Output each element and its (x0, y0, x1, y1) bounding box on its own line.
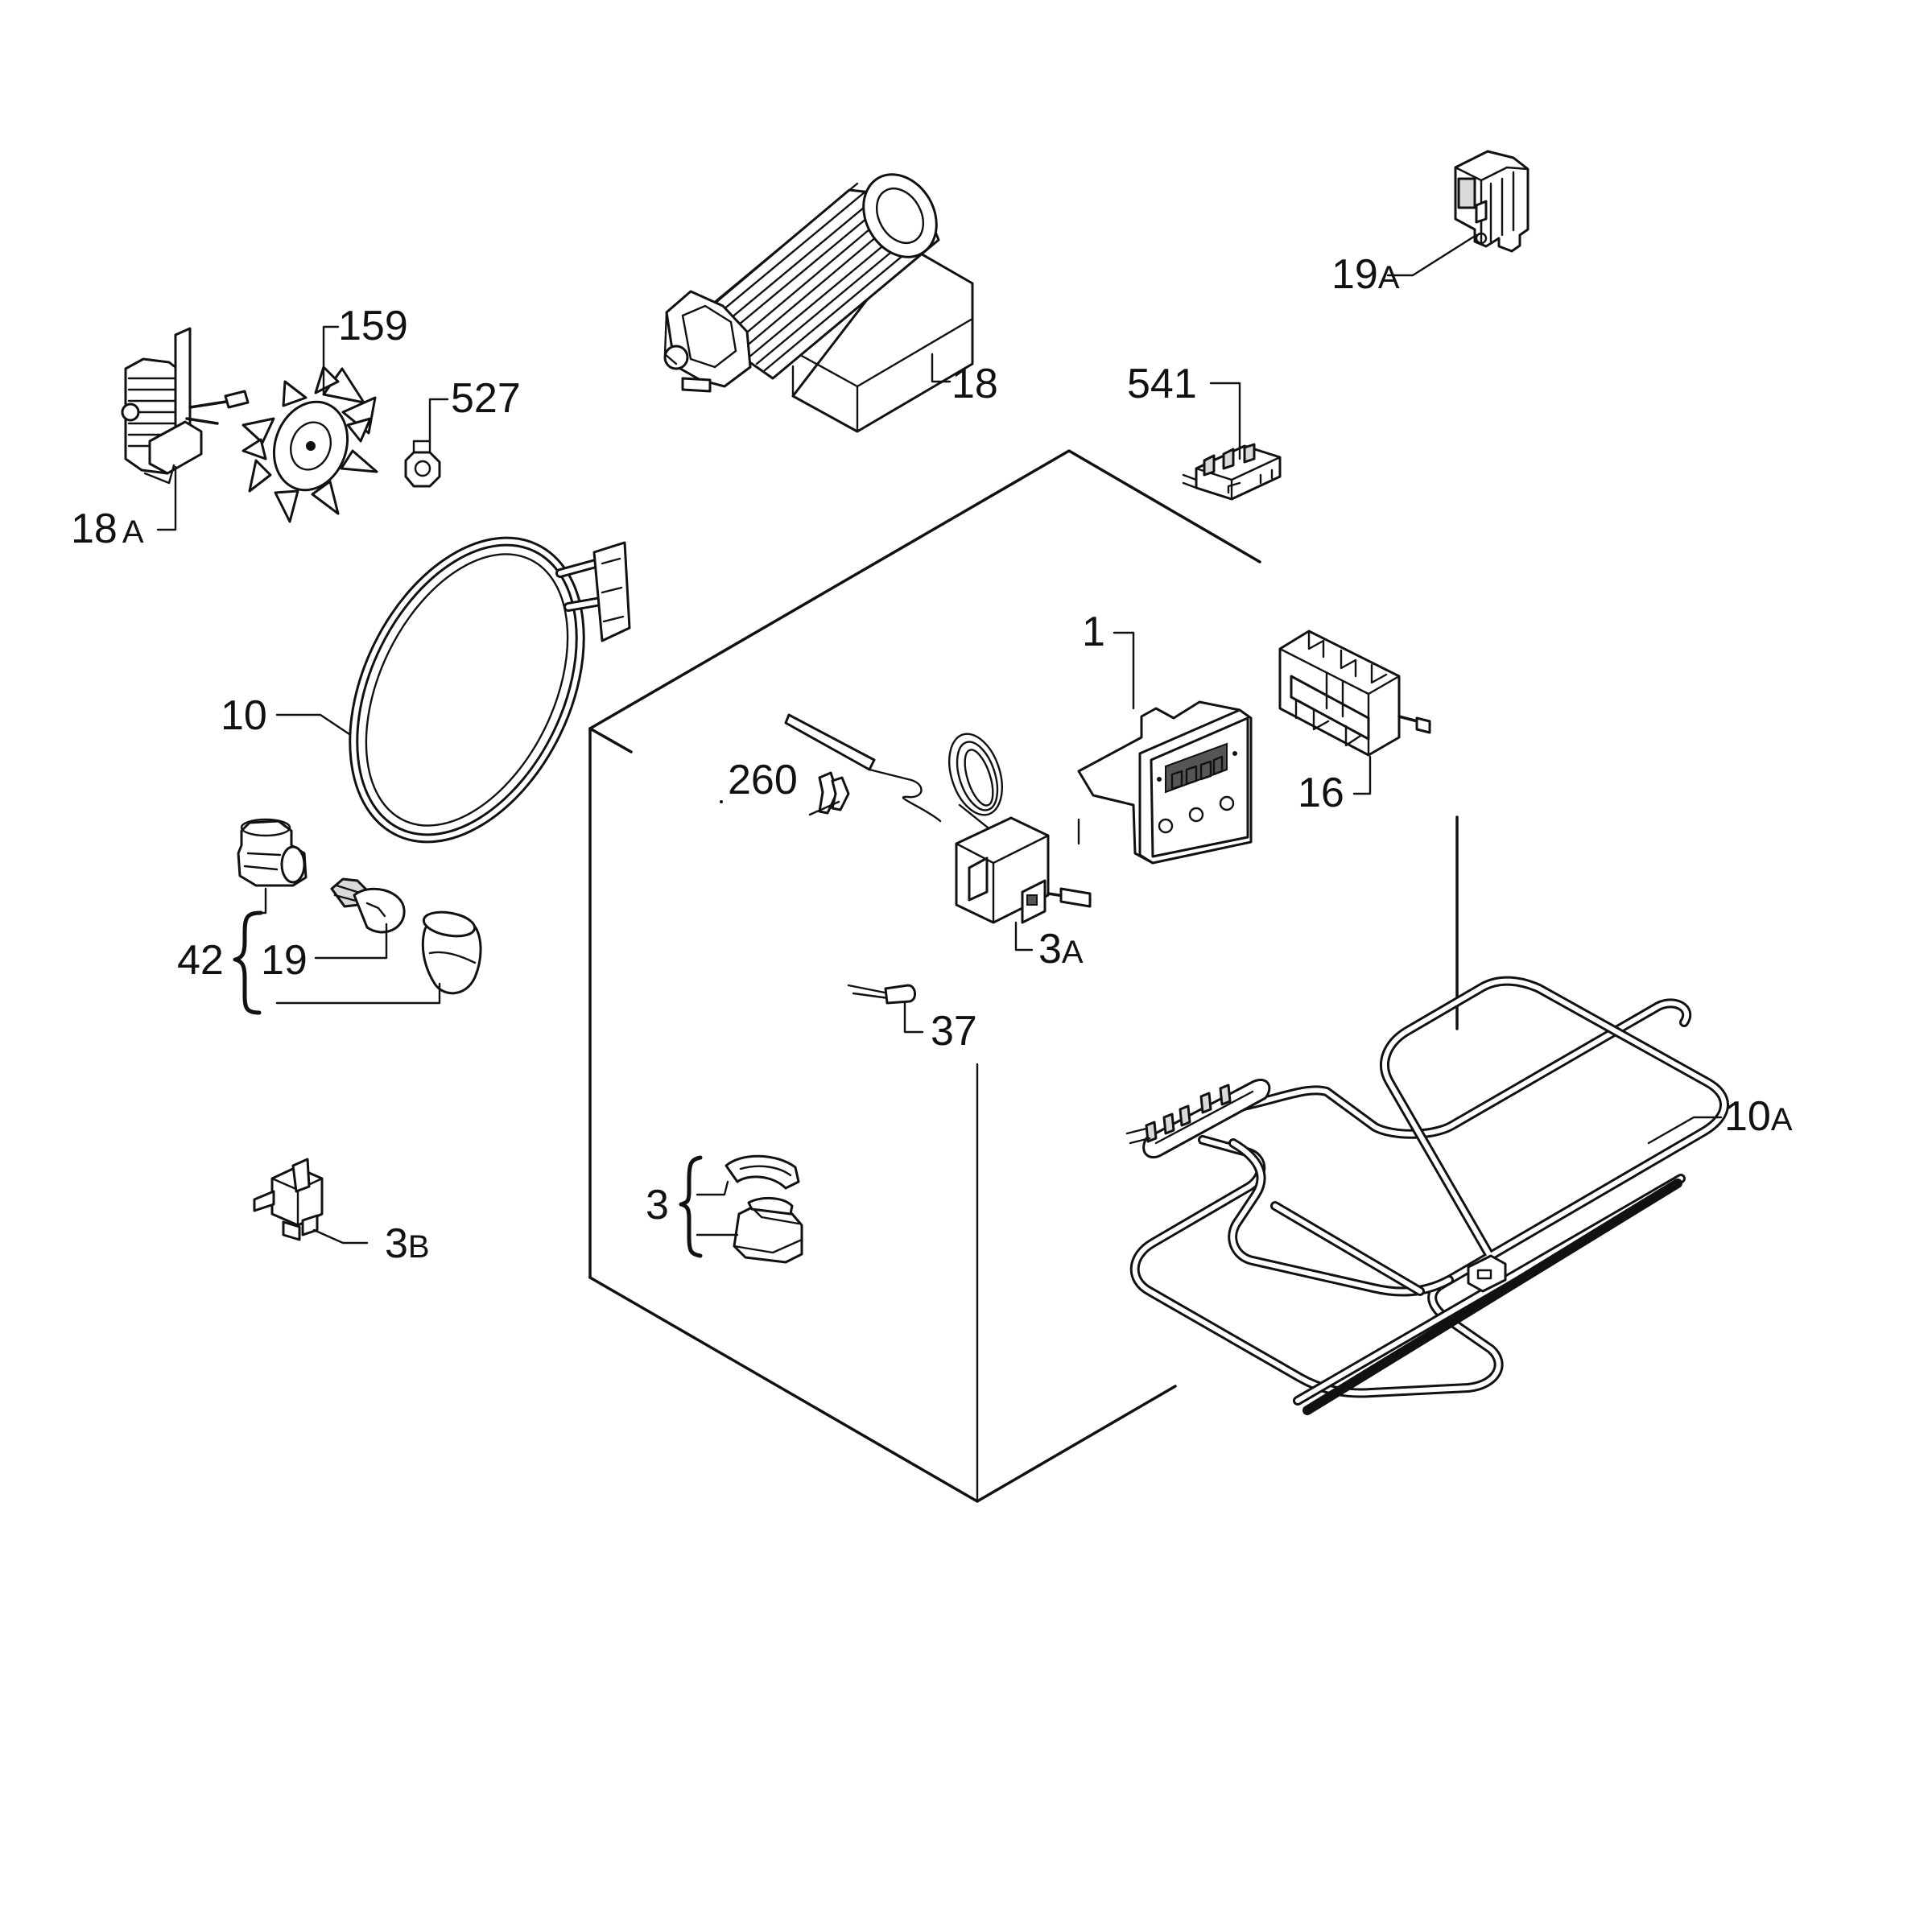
fan-motor-drawing (121, 327, 250, 485)
selector-switch-drawing (1278, 630, 1431, 757)
label-37: 19A (1331, 251, 1400, 298)
thermostat-clips-drawing (724, 1154, 803, 1264)
leader-10A (1647, 1116, 1723, 1145)
leader-3B (312, 1228, 369, 1245)
leader-527 (428, 398, 449, 443)
leader-159 (322, 325, 340, 396)
leader-37 (1386, 233, 1478, 277)
label-3B: 3B (385, 1220, 430, 1267)
label-159: 159 (338, 303, 408, 349)
leader-16 (1352, 755, 1372, 795)
door-switch-drawing (1454, 150, 1530, 253)
label-42: 42 (177, 937, 224, 984)
timer-display-drawing (1077, 700, 1253, 865)
leader-10 (275, 713, 351, 736)
label-16: 16 (1298, 770, 1344, 816)
leader-18A (156, 465, 177, 531)
label-3A: 3A (1038, 926, 1084, 972)
signal-lamp-drawing (847, 984, 916, 1005)
leader-1 (1113, 631, 1135, 710)
label-1: 1 (1082, 609, 1105, 655)
label-19A: 37 (931, 1008, 977, 1055)
leader-19 (314, 923, 388, 960)
circular-element-drawing (349, 536, 631, 844)
label-3: 3 (646, 1182, 669, 1228)
safety-thermostat-drawing (253, 1158, 324, 1241)
fan-nut-drawing (404, 440, 441, 488)
label-10A: 10A (1724, 1093, 1793, 1140)
label-260: 260 (728, 757, 798, 803)
leader-3A (1014, 921, 1034, 952)
fan-blade-drawing (242, 365, 378, 523)
tangential-fan-drawing (663, 173, 974, 433)
leader-541 (1209, 382, 1241, 460)
label-541: 541 (1127, 361, 1197, 407)
label-527: 527 (451, 375, 521, 422)
leader-19A (903, 1001, 924, 1034)
label-18: 18 (952, 361, 998, 407)
oven-cavity-outline (588, 449, 1459, 1503)
thermostat-drawing (784, 713, 1092, 924)
grill-element-drawing (1125, 976, 1729, 1415)
label-19: 19 (261, 937, 308, 984)
leader-42-cover (275, 982, 441, 1005)
leader-18 (931, 353, 952, 383)
probe-clip-drawing (720, 771, 850, 816)
clips-brace-3 (679, 1155, 739, 1258)
lamp-assembly-drawing (237, 818, 482, 995)
label-10: 10 (221, 692, 267, 739)
lamp-brace-42 (233, 887, 267, 1015)
terminal-block-drawing (1182, 443, 1282, 501)
